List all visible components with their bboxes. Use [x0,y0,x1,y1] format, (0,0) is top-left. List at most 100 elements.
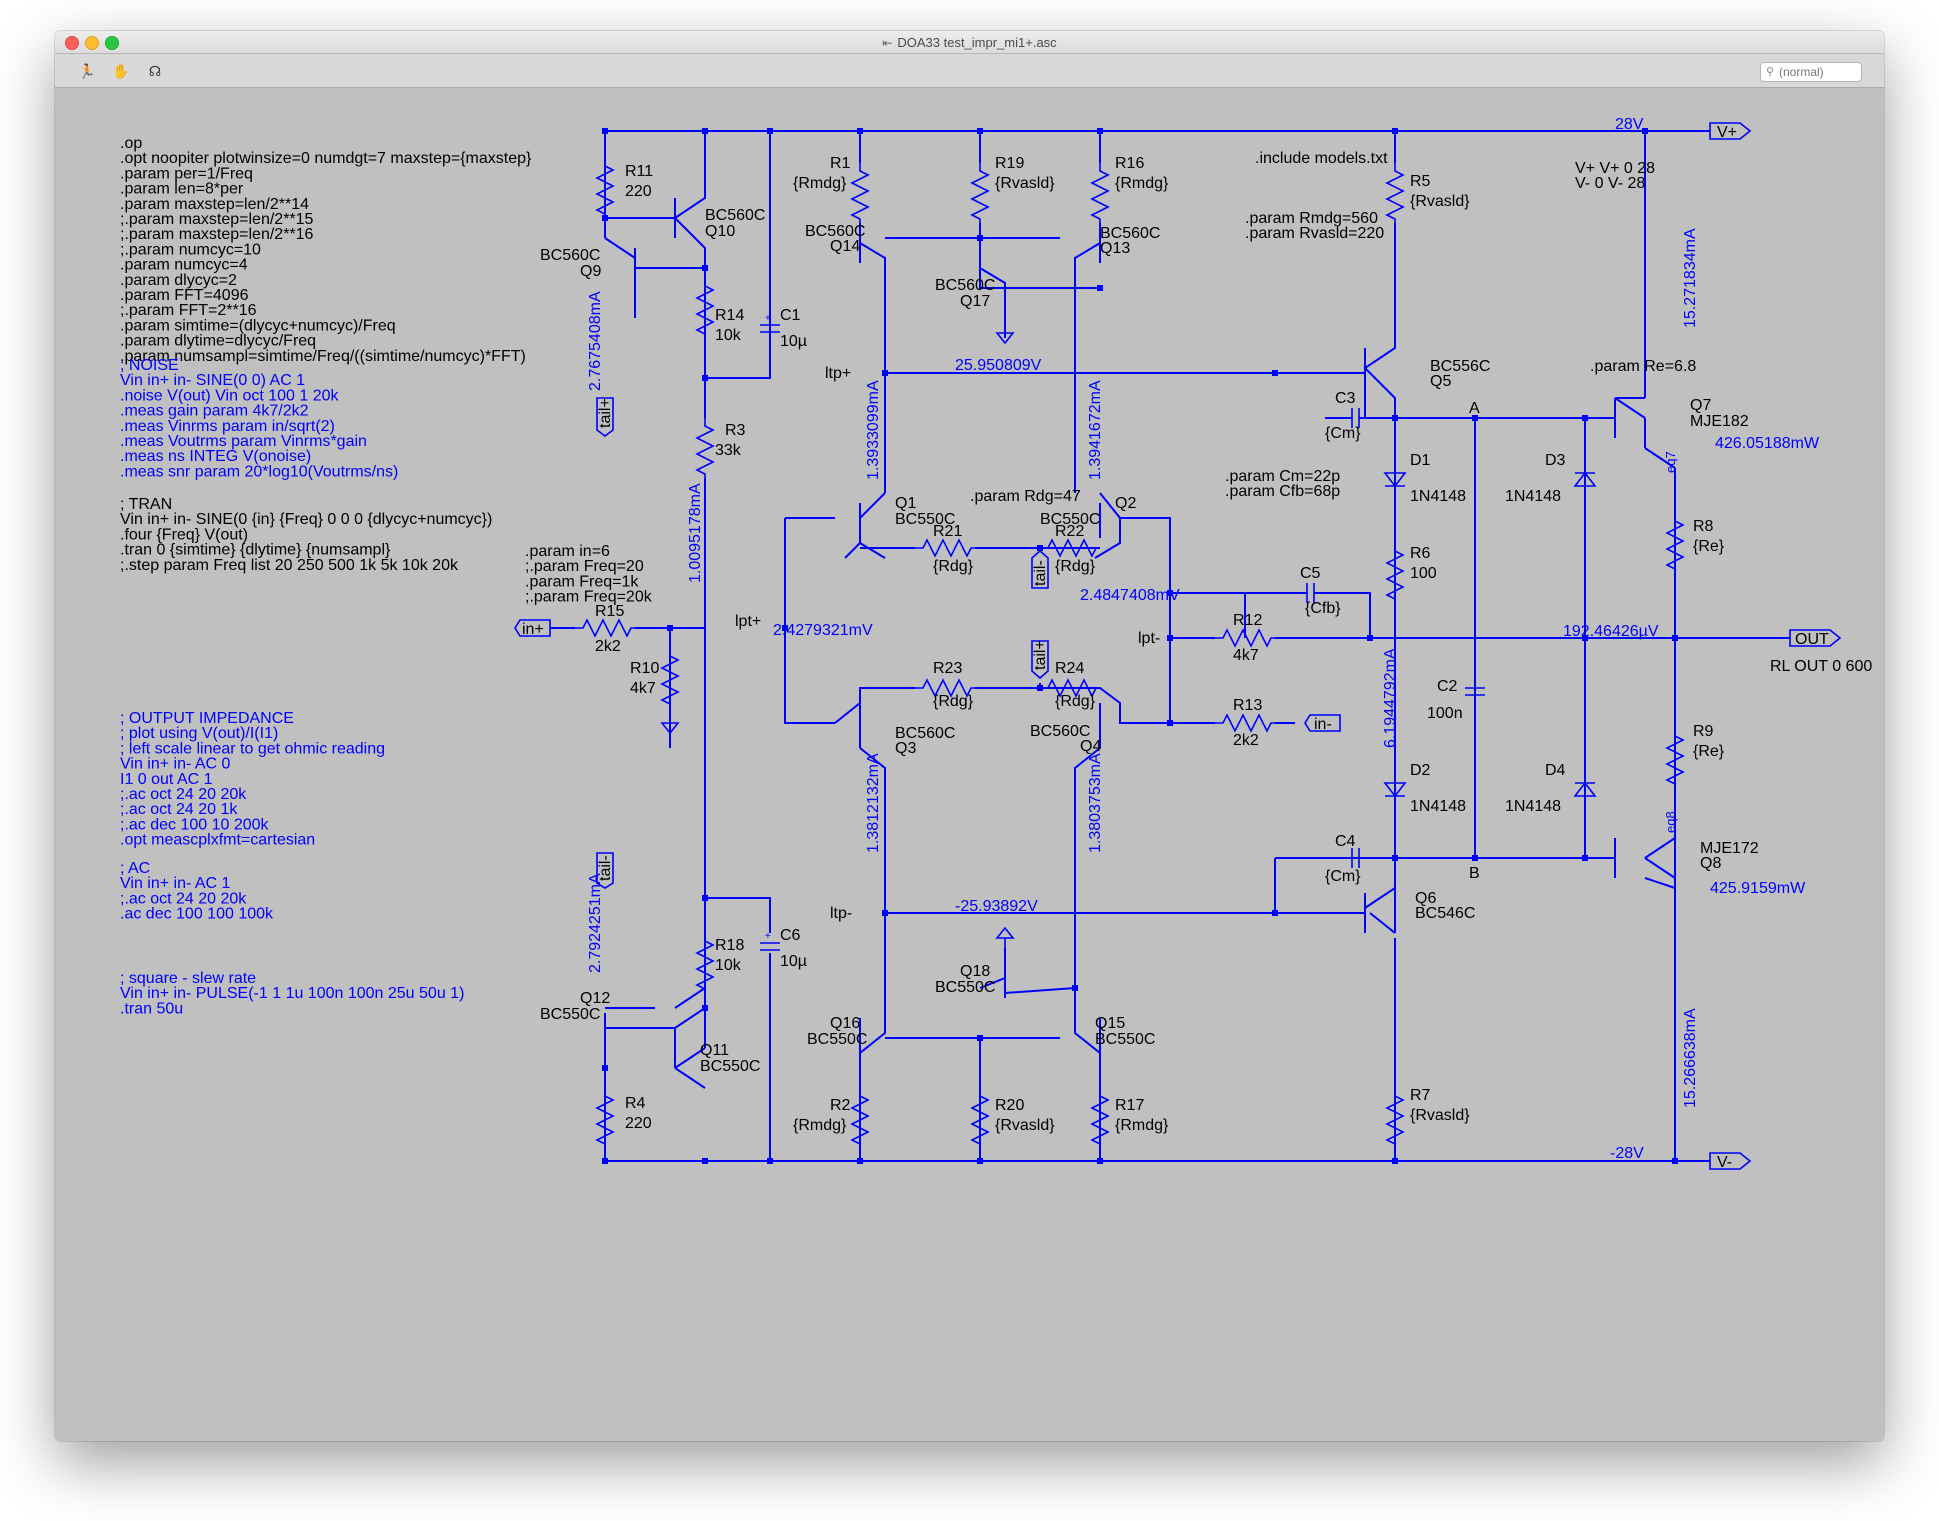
svg-text:C6: C6 [780,927,801,944]
svg-text:R13: R13 [1233,697,1262,714]
search-input[interactable] [1779,63,1857,81]
port-tail-minus-left[interactable]: tail- [596,852,614,889]
svg-text:BC556C: BC556C [1430,358,1490,375]
spice-noise-line: ; NOISE [120,357,179,374]
svg-text:{Rvasld}: {Rvasld} [1410,193,1470,210]
minimize-button[interactable] [85,36,99,50]
spice-tran-line: .tran 0 {simtime} {dlytime} {numsampl} [120,542,391,559]
spice-tran-line: ;.step param Freq list 20 250 500 1k 5k … [120,557,459,574]
spice-square-line: Vin in+ in- PULSE(-1 1 1u 100n 100n 25u … [120,985,464,1002]
svg-text:R6: R6 [1410,545,1431,562]
svg-text:ltp+: ltp+ [825,365,851,382]
svg-text:{Rdg}: {Rdg} [933,693,974,710]
r21 [914,539,976,557]
svg-text:-28V: -28V [1610,1145,1644,1162]
svg-text:Q7: Q7 [1690,397,1711,414]
spice-ac-line: ; AC [120,860,150,877]
d1 [1383,472,1407,488]
svg-text:MJE182: MJE182 [1690,413,1749,430]
run-icon[interactable]: 🏃 [78,63,96,79]
spice-impedance-line: ; OUTPUT IMPEDANCE [120,710,294,727]
svg-text:2k2: 2k2 [1233,732,1259,749]
svg-text:R4: R4 [625,1095,646,1112]
svg-text:Q10: Q10 [705,223,735,240]
directive-rmdg: .param Rmdg=560 [1245,210,1378,227]
svg-text:lpt+: lpt+ [735,613,761,630]
svg-text:eq8: eq8 [1663,811,1678,833]
svg-text:in+: in+ [522,621,544,638]
port-v-minus[interactable]: V- [1675,1152,1752,1171]
svg-text:{Rmdg}: {Rmdg} [1115,1117,1169,1134]
svg-text:100: 100 [1410,565,1437,582]
svg-text:{Rmdg}: {Rmdg} [793,1117,847,1134]
port-tail-plus-left[interactable]: tail+ [596,397,614,437]
svg-text:D4: D4 [1545,762,1566,779]
zoom-button[interactable] [105,36,119,50]
svg-text:R20: R20 [995,1097,1024,1114]
svg-text:BC560C: BC560C [1100,225,1160,242]
directive-rdg: .param Rdg=47 [970,488,1081,505]
svg-text:R12: R12 [1233,612,1262,629]
svg-text:BC550C: BC550C [700,1058,760,1075]
svg-text:BC550C: BC550C [540,1006,600,1023]
directive-rl: RL OUT 0 600 [1770,658,1872,675]
svg-text:lpt-: lpt- [1138,630,1160,647]
spice-black-line: .param numcyc=4 [120,257,248,274]
svg-text:R5: R5 [1410,173,1431,190]
spice-black-line: .param dlycyc=2 [120,272,237,289]
spice-black-line: ;.param numcyc=10 [120,241,261,258]
svg-text:Q12: Q12 [580,990,610,1007]
svg-text:R2: R2 [830,1097,851,1114]
port-in-minus[interactable]: in- [1304,714,1341,733]
svg-text:10µ: 10µ [780,953,807,970]
hand-icon[interactable]: ✋ [112,63,130,79]
r5 [1386,162,1404,224]
svg-text:Q9: Q9 [580,263,601,280]
c2 [1465,687,1485,696]
spice-black-line: .param per=1/Freq [120,165,253,182]
c1: + [760,313,780,340]
search-field[interactable]: ⚲ [1760,62,1862,82]
r13 [1214,714,1276,732]
spice-black-line: ;.param maxstep=len/2**15 [120,211,314,228]
svg-text:BC550C: BC550C [895,511,955,528]
svg-text:Q1: Q1 [895,495,916,512]
svg-text:220: 220 [625,1115,652,1132]
spice-impedance-line: ; plot using V(out)/I(I1) [120,725,278,742]
spice-params-in-line: .param in=6 [525,543,610,560]
spice-params-in-block: .param in=6;.param Freq=20.param Freq=1k… [525,543,653,606]
svg-text:tail+: tail+ [597,398,614,428]
d3 [1573,471,1597,487]
port-tail-plus-mid[interactable]: tail+ [1031,640,1049,680]
svg-text:+: + [765,931,771,942]
svg-text:15.271834mA: 15.271834mA [1682,228,1699,328]
op-readings: 28V -28V 25.950809V -25.93892V 2.4279321… [587,116,1820,1162]
spice-impedance-line: ;.ac oct 24 20 20k [120,786,247,803]
port-in-plus[interactable]: in+ [514,619,551,638]
svg-text:R23: R23 [933,660,962,677]
port-out[interactable]: OUT [1789,629,1842,648]
port-v-plus[interactable]: V+ [1675,122,1752,141]
svg-text:100n: 100n [1427,705,1463,722]
svg-text:10µ: 10µ [780,333,807,350]
port-tail-minus-mid[interactable]: tail- [1031,549,1049,589]
schematic-canvas[interactable]: + + [55,88,1884,1441]
spice-impedance-line: I1 0 out AC 1 [120,771,213,788]
svg-text:R11: R11 [625,163,653,180]
title-bar: ⇤DOA33 test_impr_mi1+.asc [55,31,1884,54]
svg-text:BC546C: BC546C [1415,905,1475,922]
svg-text:OUT: OUT [1795,631,1829,648]
svg-text:D1: D1 [1410,452,1431,469]
svg-text:BC560C: BC560C [705,207,765,224]
probe-icon[interactable]: ☊ [148,63,162,79]
svg-text:tail-: tail- [1032,560,1049,586]
svg-text:R18: R18 [715,937,744,954]
spice-black-line: .param simtime=(dlycyc+numcyc)/Freq [120,317,396,334]
directive-rvasld: .param Rvasld=220 [1245,225,1384,242]
svg-text:R17: R17 [1115,1097,1144,1114]
close-button[interactable] [65,36,79,50]
spice-black-line: .op [120,135,142,152]
svg-text:R22: R22 [1055,523,1084,540]
svg-text:{Re}: {Re} [1693,538,1725,555]
